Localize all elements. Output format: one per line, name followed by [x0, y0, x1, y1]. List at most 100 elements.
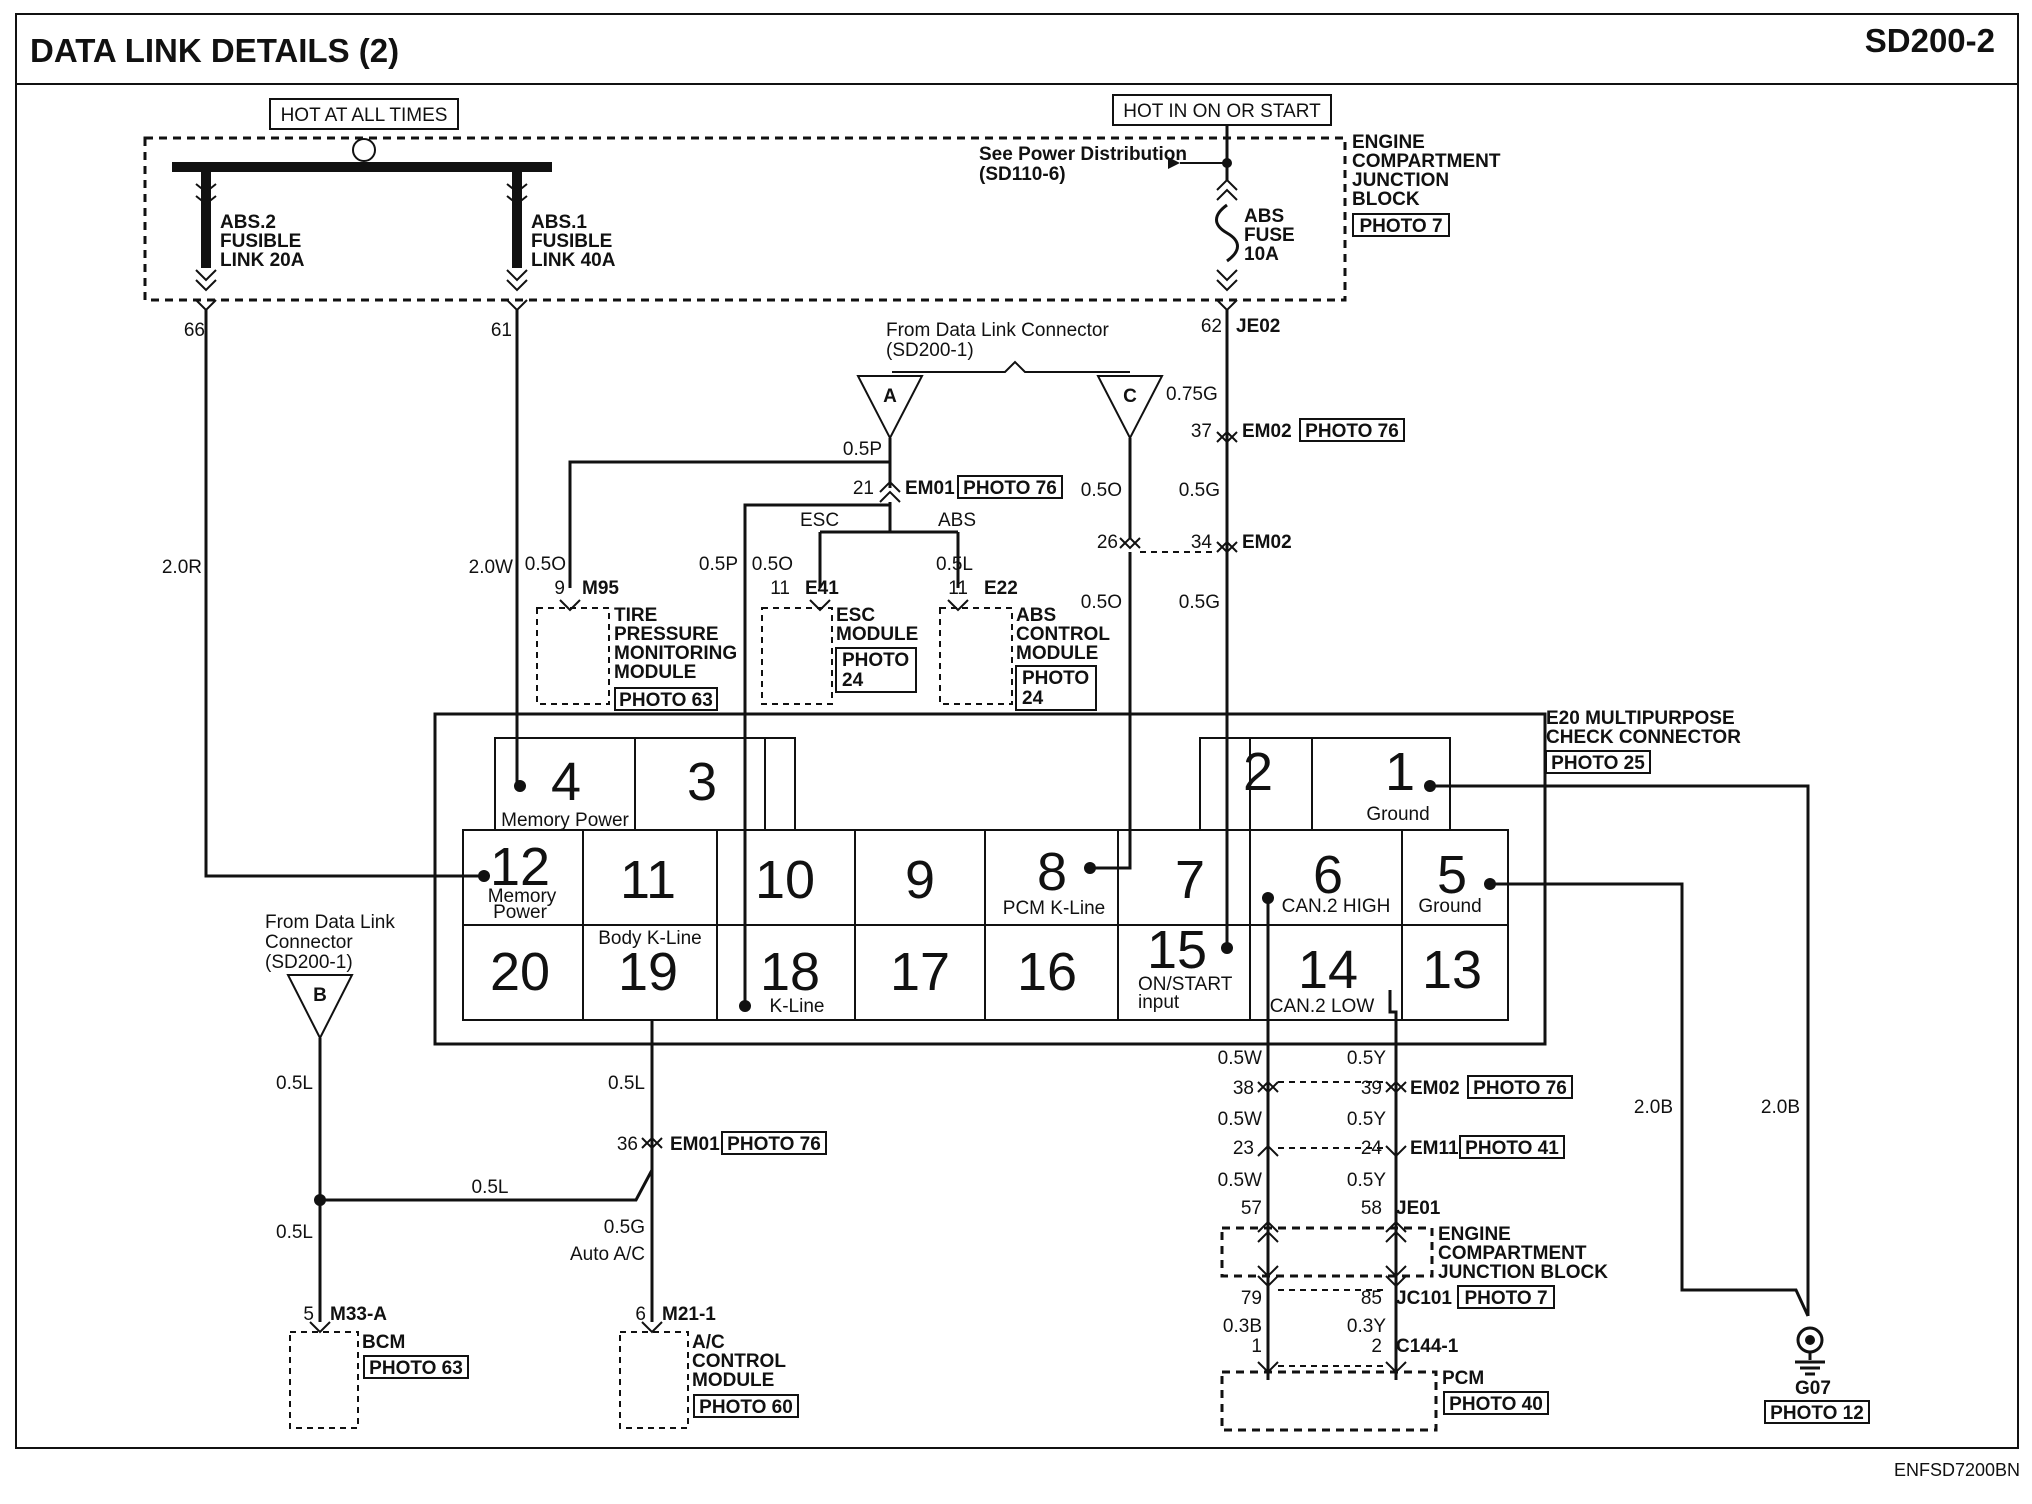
- svg-text:62: 62: [1201, 316, 1222, 337]
- svg-text:CONTROL: CONTROL: [1016, 624, 1110, 645]
- svg-text:ABS: ABS: [1016, 605, 1056, 626]
- wire-ground-pin5: [1490, 882, 1810, 1317]
- svg-text:EM11: EM11: [1410, 1138, 1459, 1159]
- svg-text:24: 24: [1361, 1138, 1383, 1159]
- svg-text:Memory: Memory: [488, 886, 557, 907]
- svg-text:6: 6: [635, 1304, 646, 1325]
- wire-ground-pin1: [1430, 784, 1810, 1316]
- svg-text:E22: E22: [984, 578, 1018, 599]
- svg-text:4: 4: [551, 752, 581, 812]
- svg-text:From Data Link: From Data Link: [265, 912, 395, 933]
- svg-text:MODULE: MODULE: [836, 624, 918, 645]
- svg-text:0.5O: 0.5O: [1081, 592, 1122, 613]
- svg-text:37: 37: [1191, 421, 1212, 442]
- svg-text:2.0R: 2.0R: [162, 557, 202, 578]
- svg-text:0.5L: 0.5L: [276, 1222, 313, 1243]
- svg-text:0.5G: 0.5G: [1179, 480, 1220, 501]
- hot-in-on-start-label: HOT IN ON OR START: [1123, 101, 1321, 122]
- svg-text:13: 13: [1422, 940, 1482, 1000]
- connector-b-triangle: [286, 974, 354, 1041]
- svg-text:0.5Y: 0.5Y: [1347, 1048, 1386, 1069]
- svg-text:PHOTO: PHOTO: [1022, 668, 1089, 689]
- svg-text:JE01: JE01: [1396, 1198, 1441, 1219]
- svg-text:COMPARTMENT: COMPARTMENT: [1352, 151, 1501, 172]
- esc-module: [761, 607, 833, 705]
- svg-text:ESC: ESC: [800, 510, 839, 531]
- svg-text:EM02: EM02: [1410, 1078, 1460, 1099]
- bcm-module: [289, 1331, 359, 1429]
- svg-text:5: 5: [303, 1304, 314, 1325]
- svg-text:39: 39: [1361, 1078, 1382, 1099]
- svg-text:ON/START: ON/START: [1138, 974, 1233, 995]
- svg-text:1: 1: [1251, 1336, 1262, 1357]
- svg-text:21: 21: [853, 478, 874, 499]
- svg-text:2.0B: 2.0B: [1761, 1097, 1800, 1118]
- svg-text:PCM K-Line: PCM K-Line: [1003, 898, 1105, 919]
- svg-text:0.5G: 0.5G: [604, 1217, 645, 1238]
- svg-text:FUSIBLE: FUSIBLE: [220, 231, 301, 252]
- svg-text:PHOTO 76: PHOTO 76: [963, 478, 1057, 499]
- svg-text:11: 11: [948, 578, 968, 599]
- connector-a-triangle: [856, 375, 924, 441]
- svg-text:0.5W: 0.5W: [1218, 1170, 1262, 1191]
- page-frame: [15, 13, 2019, 1449]
- svg-text:JUNCTION BLOCK: JUNCTION BLOCK: [1438, 1262, 1608, 1283]
- svg-text:20: 20: [490, 942, 550, 1002]
- svg-text:EM01: EM01: [670, 1134, 720, 1155]
- connector-c-triangle: [1096, 375, 1164, 441]
- svg-text:3: 3: [687, 752, 717, 812]
- svg-text:PHOTO 7: PHOTO 7: [1464, 1288, 1547, 1309]
- svg-text:PHOTO 76: PHOTO 76: [1305, 421, 1399, 442]
- svg-text:1: 1: [1385, 742, 1415, 802]
- svg-text:Ground: Ground: [1418, 896, 1481, 917]
- svg-text:2.0W: 2.0W: [469, 557, 513, 578]
- svg-text:COMPARTMENT: COMPARTMENT: [1438, 1243, 1587, 1264]
- svg-text:57: 57: [1241, 1198, 1262, 1219]
- busbar: [172, 162, 552, 172]
- svg-text:10A: 10A: [1244, 244, 1279, 265]
- svg-text:Auto A/C: Auto A/C: [570, 1244, 645, 1265]
- svg-text:12: 12: [490, 837, 550, 897]
- svg-text:0.3B: 0.3B: [1223, 1316, 1262, 1337]
- lower-right-section: 0.5W 0.5Y 38 39 EM02 PHOTO 76 0.5W 0.5Y …: [1218, 892, 1608, 1432]
- svg-text:MODULE: MODULE: [692, 1370, 774, 1391]
- svg-text:0.5L: 0.5L: [276, 1073, 313, 1094]
- svg-text:PHOTO 76: PHOTO 76: [727, 1134, 821, 1155]
- svg-text:0.5O: 0.5O: [525, 554, 566, 575]
- svg-text:17: 17: [890, 942, 950, 1002]
- svg-text:A: A: [883, 386, 897, 407]
- svg-text:BCM: BCM: [362, 1332, 405, 1353]
- svg-text:Connector: Connector: [265, 932, 353, 953]
- svg-text:11: 11: [770, 578, 790, 599]
- svg-text:16: 16: [1017, 942, 1077, 1002]
- svg-text:Body K-Line: Body K-Line: [598, 928, 702, 949]
- svg-text:0.5L: 0.5L: [608, 1073, 645, 1094]
- svg-text:23: 23: [1233, 1138, 1254, 1159]
- svg-text:(SD200-1): (SD200-1): [265, 952, 353, 973]
- abs1-fusible-link: [512, 172, 522, 268]
- svg-text:0.5W: 0.5W: [1218, 1048, 1262, 1069]
- svg-text:2.0B: 2.0B: [1634, 1097, 1673, 1118]
- svg-text:ABS.2: ABS.2: [220, 212, 276, 233]
- ac-control-module: [619, 1331, 689, 1429]
- hot-at-all-times-label: HOT AT ALL TIMES: [281, 105, 448, 126]
- engine-compartment-junction-block-lower: [1220, 1226, 1434, 1278]
- svg-text:10: 10: [755, 850, 815, 910]
- svg-text:0.5Y: 0.5Y: [1347, 1170, 1386, 1191]
- svg-text:PHOTO 76: PHOTO 76: [1473, 1078, 1567, 1099]
- svg-text:0.5G: 0.5G: [1179, 592, 1220, 613]
- svg-text:PHOTO 41: PHOTO 41: [1465, 1138, 1559, 1159]
- svg-text:PCM: PCM: [1442, 1368, 1484, 1389]
- svg-text:PHOTO 63: PHOTO 63: [369, 1358, 463, 1379]
- svg-text:ABS: ABS: [938, 510, 976, 531]
- svg-text:8: 8: [1037, 842, 1067, 902]
- svg-text:TIRE: TIRE: [614, 605, 657, 626]
- abs2-fusible-link: [201, 172, 211, 268]
- svg-text:58: 58: [1361, 1198, 1382, 1219]
- svg-text:11: 11: [620, 850, 676, 910]
- svg-text:9: 9: [905, 850, 935, 910]
- svg-text:From Data Link Connector: From Data Link Connector: [886, 320, 1109, 341]
- svg-text:15: 15: [1147, 920, 1207, 980]
- svg-text:ESC: ESC: [836, 605, 875, 626]
- svg-text:MODULE: MODULE: [1016, 643, 1098, 664]
